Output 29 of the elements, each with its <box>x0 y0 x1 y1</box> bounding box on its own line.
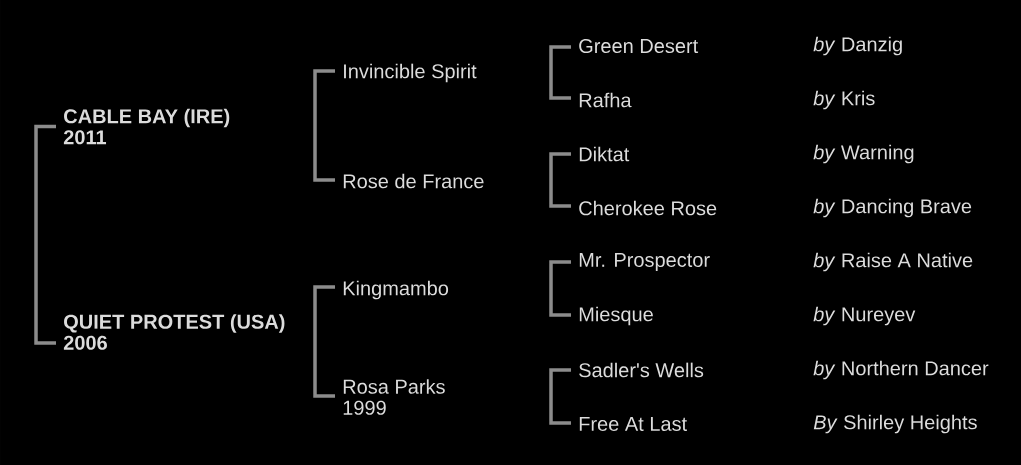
horse-entry: QUIET PROTEST (USA) 2006 <box>63 314 285 350</box>
sire-note: by Nureyev <box>813 306 916 326</box>
horse-entry: Rafha <box>579 92 632 108</box>
horse-entry: CABLE BAY (IRE) 2011 <box>63 108 230 145</box>
bracket-connector <box>549 368 571 425</box>
horse-entry: Free At Last <box>579 417 687 431</box>
horse-entry: Sadler's Wells <box>579 362 704 378</box>
sire-note: by Northern Dancer <box>813 360 989 380</box>
horse-entry: Mr. Prospector <box>579 253 710 271</box>
horse-entry: Green Desert <box>579 38 699 54</box>
horse-entry: Kingmambo <box>343 280 449 300</box>
horse-entry: Rosa Parks 1999 <box>343 379 445 415</box>
horse-entry: Cherokee Rose <box>579 200 717 216</box>
bracket-connector <box>34 124 56 345</box>
sire-note: by Danzig <box>813 36 902 56</box>
bracket-connector <box>549 152 571 208</box>
bracket-connector <box>549 260 571 317</box>
bracket-connector <box>313 285 335 398</box>
sire-note: by Kris <box>813 90 875 110</box>
horse-entry: Invincible Spirit <box>344 63 477 83</box>
horse-entry: Rose de France <box>343 173 484 189</box>
horse-entry: Diktat <box>579 146 630 162</box>
bracket-connector <box>549 45 571 100</box>
sire-note: by Dancing Brave <box>813 198 972 218</box>
sire-note: by Warning <box>813 144 914 164</box>
sire-note: By Shirley Heights <box>813 414 977 434</box>
horse-entry: Miesque <box>579 306 653 326</box>
bracket-connector <box>313 69 335 182</box>
sire-note: by Raise A Native <box>813 252 973 272</box>
